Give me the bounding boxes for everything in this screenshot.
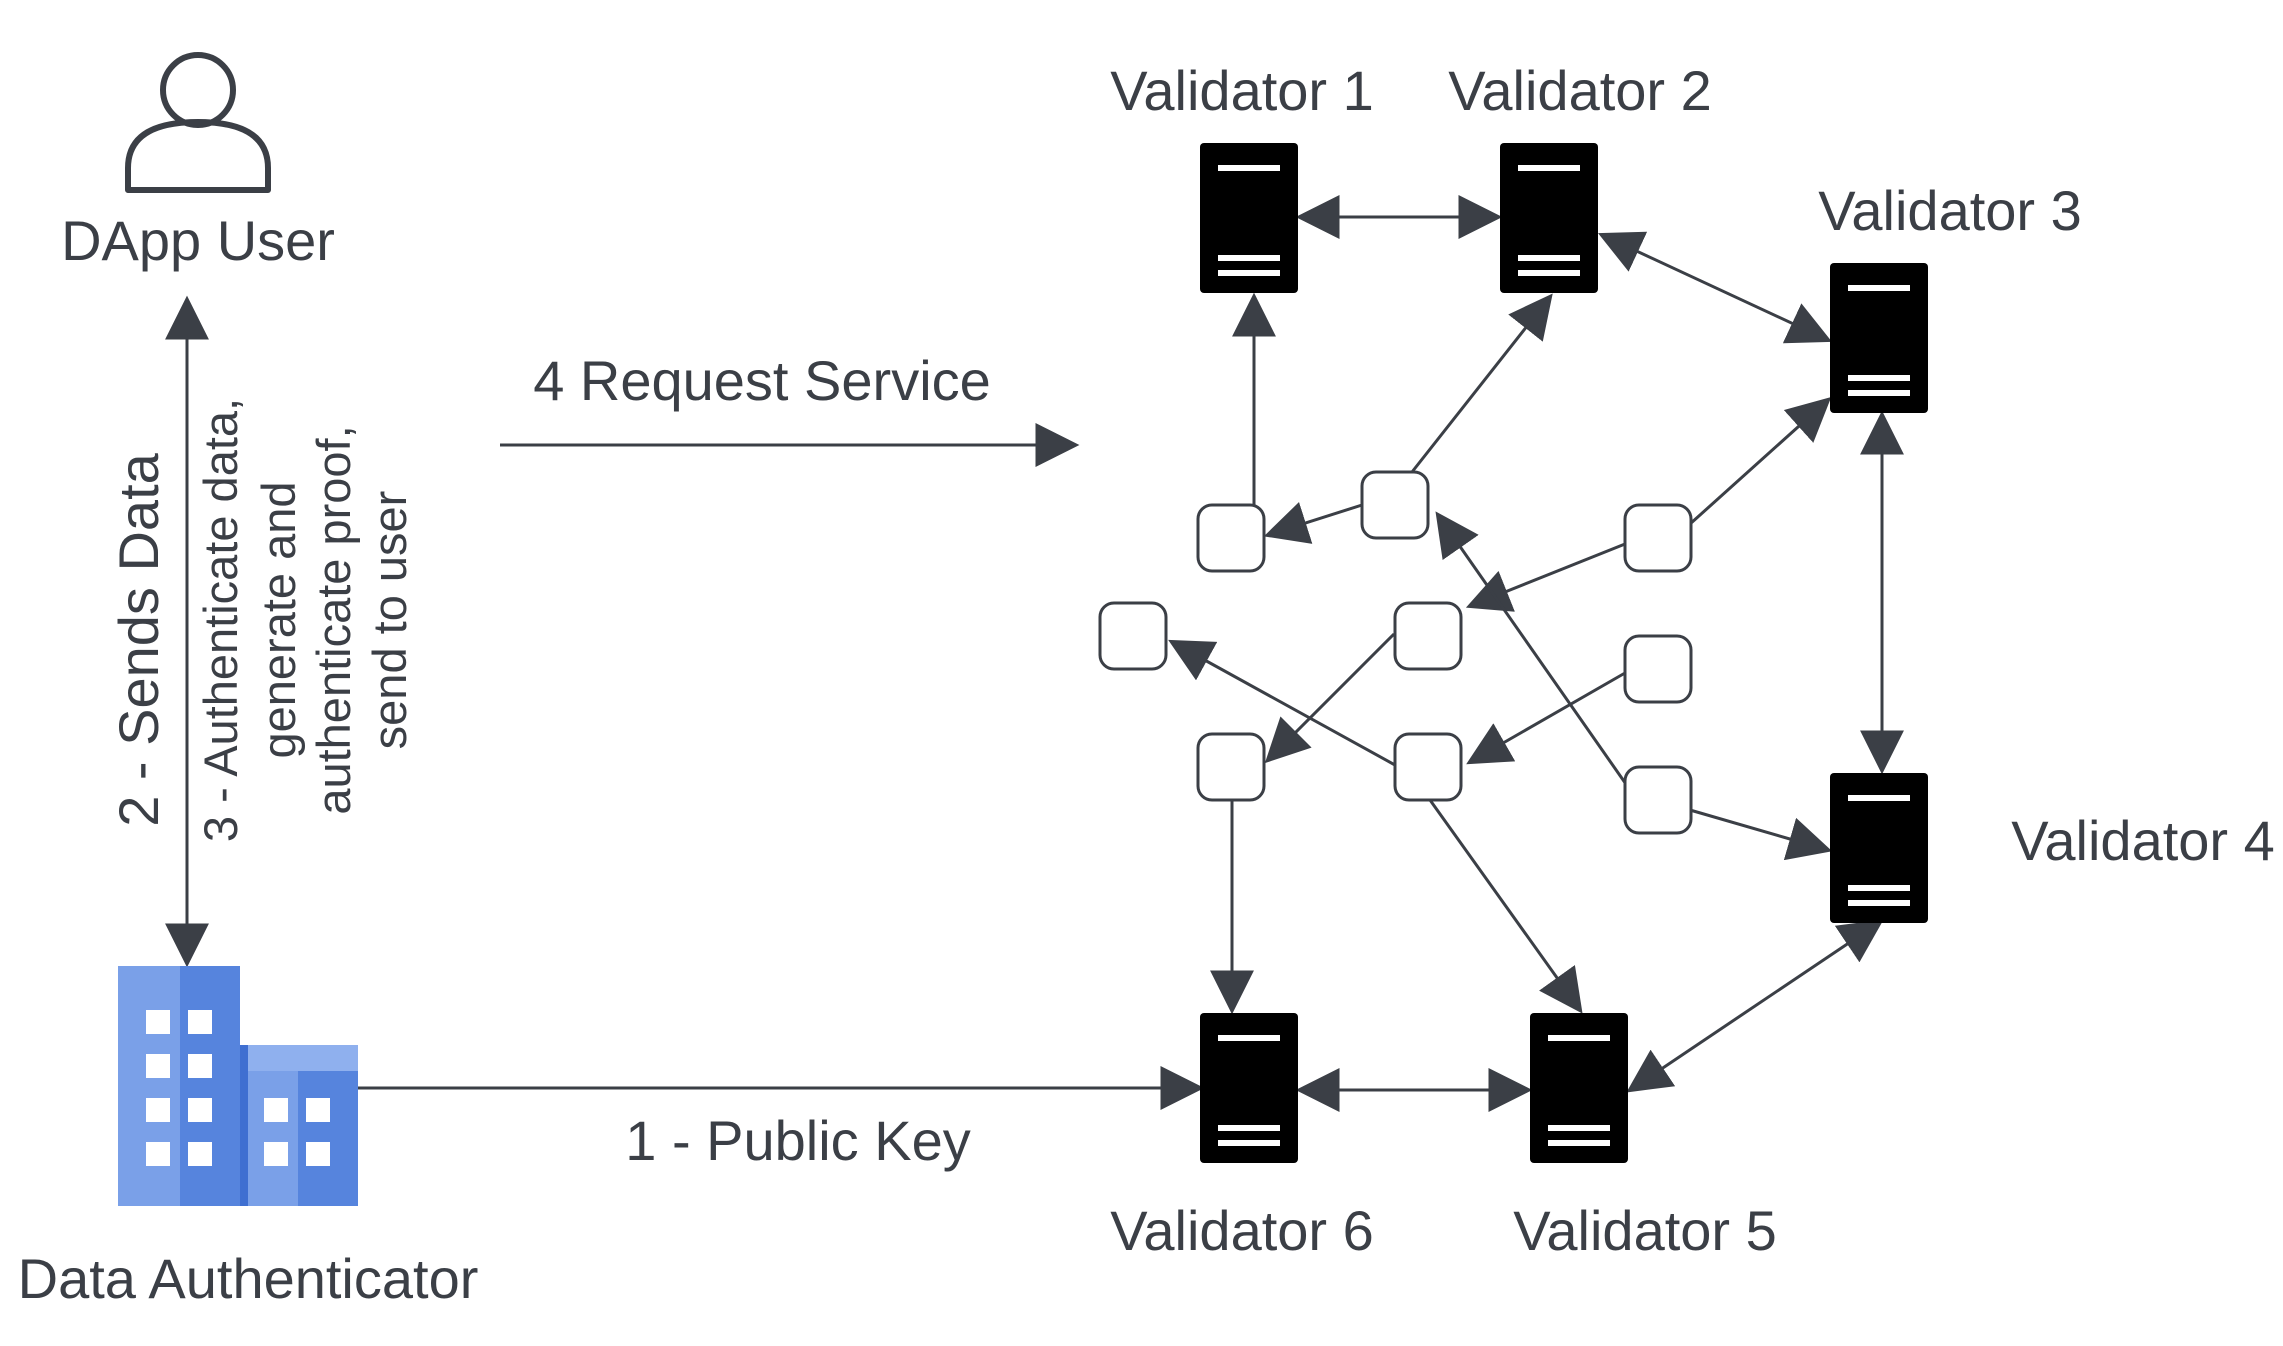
data-authenticator-label: Data Authenticator <box>18 1247 479 1310</box>
dapp-user-label: DApp User <box>61 209 335 272</box>
validator-6-label: Validator 6 <box>1110 1199 1374 1262</box>
edge-n9-n4 <box>1168 639 1396 767</box>
edge-n3-v3 <box>1688 397 1832 526</box>
step3-line-4: send to user <box>363 491 416 750</box>
server-icon <box>1200 1013 1298 1163</box>
validator-1-label: Validator 1 <box>1110 59 1374 122</box>
user-icon <box>125 52 271 193</box>
network-node <box>1623 765 1693 835</box>
link-v4-v5 <box>1626 919 1884 1093</box>
step2-label: 2 - Sends Data <box>107 452 170 826</box>
server-icon <box>1500 143 1598 293</box>
step3-line-2: generate and <box>252 481 305 758</box>
validator-4-label: Validator 4 <box>2011 809 2275 872</box>
validator-4: Validator 4 <box>1830 773 2275 923</box>
edge-n2-n1 <box>1263 502 1363 544</box>
gossip-nodes <box>1098 470 1693 835</box>
step1-label: 1 - Public Key <box>625 1109 971 1172</box>
validator-3: Validator 3 <box>1818 179 2082 413</box>
edge-n2-v2 <box>1410 293 1553 473</box>
network-node <box>1098 601 1168 671</box>
server-icon <box>1830 263 1928 413</box>
edge-n7-v4 <box>1689 808 1833 861</box>
step4-label: 4 Request Service <box>533 349 991 412</box>
validator-6: Validator 6 <box>1110 1013 1374 1262</box>
validator-5-label: Validator 5 <box>1513 1199 1777 1262</box>
validator-2: Validator 2 <box>1448 59 1712 293</box>
network-node <box>1360 470 1430 540</box>
server-icon <box>1530 1013 1628 1163</box>
step3-line-1: 3 - Authenticate data, <box>194 398 247 842</box>
network-node <box>1623 503 1693 573</box>
network-node <box>1393 732 1463 802</box>
network-node <box>1393 601 1463 671</box>
gossip-edges <box>1168 292 1833 1015</box>
edge-n5-n9 <box>1466 671 1626 765</box>
validator-5: Validator 5 <box>1513 1013 1777 1262</box>
server-icon <box>1830 773 1928 923</box>
link-v2-v3 <box>1598 231 1832 344</box>
edge-n6-n8 <box>1264 632 1396 764</box>
network-node <box>1196 732 1266 802</box>
network-node <box>1196 503 1266 573</box>
network-node <box>1623 634 1693 704</box>
validator-2-label: Validator 2 <box>1448 59 1712 122</box>
validator-3-label: Validator 3 <box>1818 179 2082 242</box>
building-icon <box>118 966 358 1206</box>
validator-1: Validator 1 <box>1110 59 1374 293</box>
server-icon <box>1200 143 1298 293</box>
validator-links <box>1295 195 1904 1112</box>
edge-n9-v5 <box>1428 799 1583 1014</box>
edge-n7-n2 <box>1435 511 1630 788</box>
step3-line-3: authenticate proof, <box>307 425 360 814</box>
